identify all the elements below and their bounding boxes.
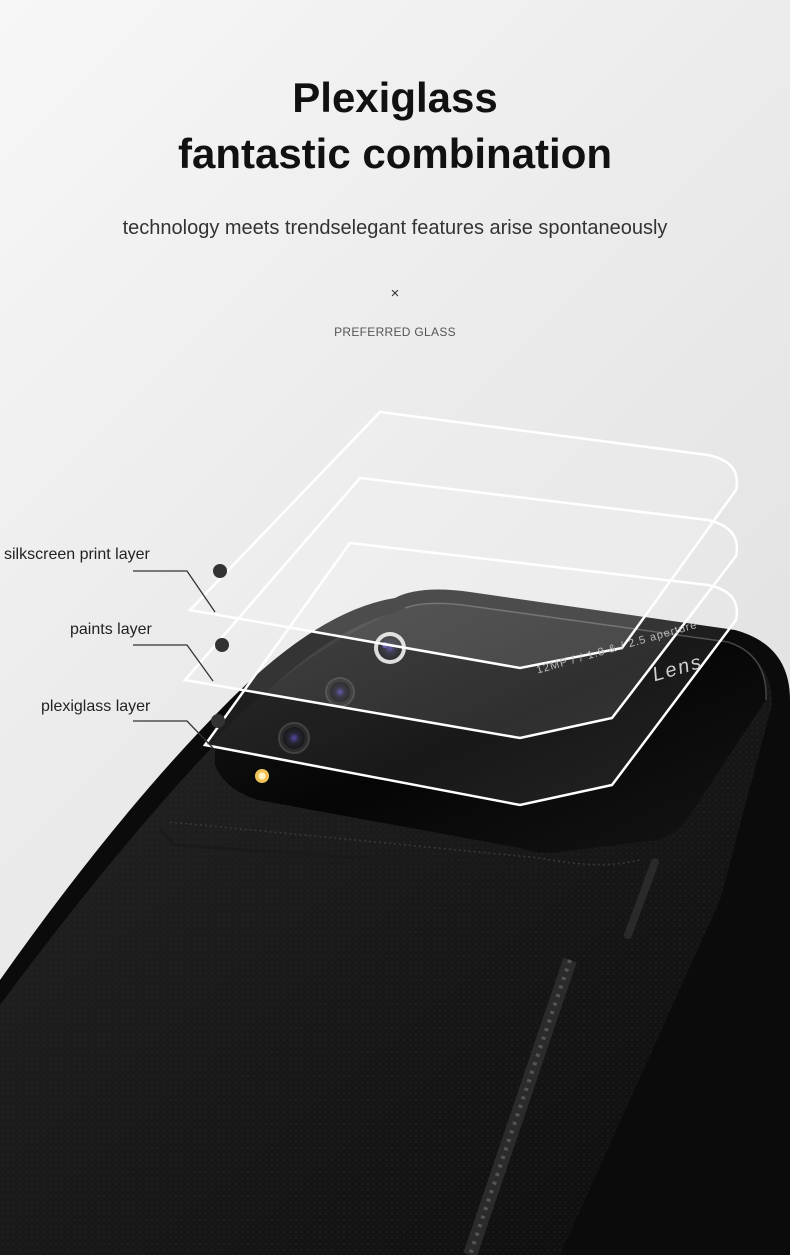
glass-panel [215,603,767,853]
plexiglass-layer-label: plexiglass layer [41,698,151,715]
silkscreen-layer-label: silkscreen print layer [4,546,150,563]
glass-layer-bottom [202,541,739,807]
side-grille [463,957,577,1255]
page-title-line1: Plexiglass [292,74,498,121]
subtitle-part2: elegant features arise spontaneously [340,217,668,239]
glass-layer-top [187,410,739,670]
leader-lines [133,570,216,749]
subtitle-part1: technology meets trends [122,217,341,239]
page-title-line2: fantastic combination [177,130,613,177]
subtitle: technology meets trendselegant features … [0,217,790,240]
leader-dots [211,564,229,728]
cross-symbol: × [390,285,400,302]
preferred-glass-label: PREFERRED GLASS [334,325,456,339]
paints-layer-label: paints layer [70,621,152,638]
glass-layer-middle [182,476,739,740]
